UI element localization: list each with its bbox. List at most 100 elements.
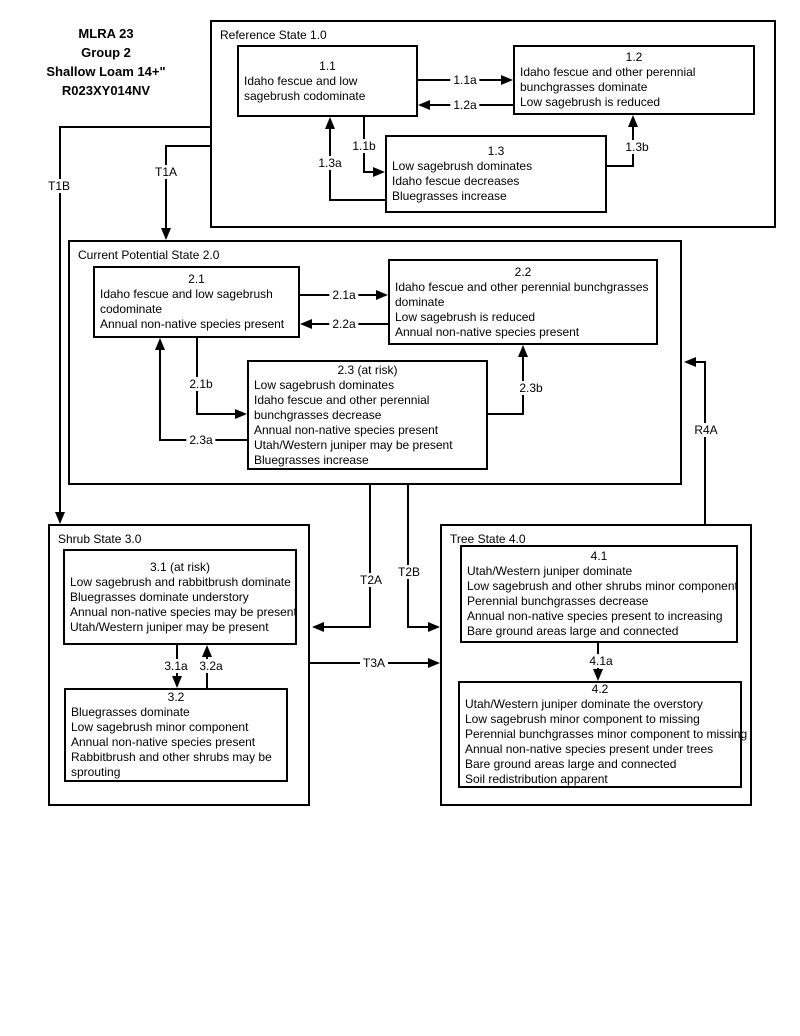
state-reference-title: Reference State 1.0 <box>220 28 327 42</box>
pathway-1-3a-arrowhead-icon <box>325 117 335 129</box>
transition-t1a-line <box>165 145 167 229</box>
transition-t3a-arrowhead-icon <box>428 658 440 668</box>
pathway-1-3b-arrowhead-icon <box>628 115 638 127</box>
state-tree: Tree State 4.0 <box>440 524 752 806</box>
state-shrub-title: Shrub State 3.0 <box>58 532 142 546</box>
community-1-3-line: Idaho fescue decreases <box>392 174 520 188</box>
pathway-1-3a-label: 1.3a <box>315 156 345 170</box>
transition-t2a-line <box>322 626 371 628</box>
pathway-3-1a-label: 3.1a <box>161 659 191 673</box>
community-2-1-number: 2.1 <box>188 272 205 286</box>
transition-t1a-label: T1A <box>151 165 181 179</box>
transition-t1a-line <box>165 145 211 147</box>
community-3-2-line: Low sagebrush minor component <box>71 720 249 734</box>
community-1-3-line: Low sagebrush dominates <box>392 159 533 173</box>
community-box-1-3: 1.3 Low sagebrush dominates Idaho fescue… <box>385 135 607 213</box>
community-2-3-line: Low sagebrush dominates <box>254 377 395 392</box>
community-4-2-line: Soil redistribution apparent <box>465 772 608 786</box>
pathway-1-1b-label: 1.1b <box>349 139 379 153</box>
header-line-group: Group 2 <box>81 45 131 60</box>
pathway-2-1b-arrowhead-icon <box>235 409 247 419</box>
pathway-2-2a-arrowhead-icon <box>300 319 312 329</box>
community-2-2-number: 2.2 <box>514 264 532 279</box>
transition-t2a-label: T2A <box>356 573 386 587</box>
community-1-1-number: 1.1 <box>319 58 336 73</box>
community-box-3-1: 3.1 (at risk) Low sagebrush and rabbitbr… <box>63 549 297 645</box>
community-1-3-number: 1.3 <box>487 144 505 158</box>
community-box-1-2: 1.2 Idaho fescue and other perennial bun… <box>513 45 755 115</box>
community-2-1-line: Annual non-native species present <box>100 317 285 331</box>
pathway-4-1a-arrowhead-icon <box>593 669 603 681</box>
header-line-site: Shallow Loam 14+" <box>46 64 166 79</box>
community-1-2-number: 1.2 <box>625 50 643 64</box>
pathway-1-2a-label: 1.2a <box>450 98 480 112</box>
pathway-2-1b-line <box>196 338 198 415</box>
community-2-2-line: Idaho fescue and other perennial bunchgr… <box>395 279 649 294</box>
community-4-1-number: 4.1 <box>590 549 608 563</box>
community-2-3-number: 2.3 (at risk) <box>337 362 398 377</box>
diagram-header: MLRA 23 Group 2 Shallow Loam 14+" R023XY… <box>25 24 187 100</box>
state-shrub: Shrub State 3.0 <box>48 524 310 806</box>
transition-t1b-line <box>59 126 211 128</box>
pathway-2-1b-label: 2.1b <box>186 377 216 391</box>
pathway-3-1a-arrowhead-icon <box>172 676 182 688</box>
pathway-1-2a-arrowhead-icon <box>418 100 430 110</box>
community-3-2-line: Rabbitbrush and other shrubs may be <box>71 750 272 764</box>
community-box-4-1: 4.1 Utah/Western juniper dominate Low sa… <box>460 545 738 643</box>
pathway-1-1a-label: 1.1a <box>450 73 480 87</box>
restoration-r4a-line <box>694 361 706 363</box>
community-4-2-line: Bare ground areas large and connected <box>465 757 677 771</box>
community-1-3-line: Bluegrasses increase <box>392 189 507 203</box>
community-1-2-line: bunchgrasses dominate <box>520 80 648 94</box>
transition-t2b-line <box>407 626 430 628</box>
community-4-2-line: Perennial bunchgrasses minor component t… <box>465 727 748 741</box>
community-4-2-line: Utah/Western juniper dominate the overst… <box>465 697 703 711</box>
community-2-1-line: codominate <box>100 302 163 316</box>
community-3-2-line: sprouting <box>71 765 121 779</box>
pathway-2-1a-arrowhead-icon <box>376 290 388 300</box>
pathway-2-3b-line <box>488 413 524 415</box>
community-box-2-2: 2.2 Idaho fescue and other perennial bun… <box>388 259 658 345</box>
pathway-1-3b-line <box>607 165 634 167</box>
community-2-3-line: Utah/Western juniper may be present <box>254 437 453 452</box>
pathway-1-3b-label: 1.3b <box>622 140 652 154</box>
community-3-1-line: Annual non-native species may be present <box>70 604 297 619</box>
community-2-2-line: dominate <box>395 294 445 309</box>
pathway-2-3a-line <box>159 349 161 440</box>
transition-t2a-line <box>369 485 371 627</box>
pathway-2-2a-label: 2.2a <box>329 317 359 331</box>
community-1-1-line: sagebrush codominate <box>244 88 366 103</box>
community-3-1-line: Bluegrasses dominate understory <box>70 589 249 604</box>
transition-t1b-label: T1B <box>44 179 74 193</box>
pathway-1-3a-line <box>329 199 385 201</box>
community-4-2-line: Low sagebrush minor component to missing <box>465 712 700 726</box>
pathway-2-1b-line <box>196 413 237 415</box>
community-2-3-line: Idaho fescue and other perennial <box>254 392 430 407</box>
community-3-2-line: Bluegrasses dominate <box>71 705 190 719</box>
pathway-1-1a-arrowhead-icon <box>501 75 513 85</box>
transition-t3a-label: T3A <box>359 656 389 670</box>
community-2-2-line: Annual non-native species present <box>395 324 580 339</box>
community-4-1-line: Utah/Western juniper dominate <box>467 564 633 578</box>
header-line-mlra: MLRA 23 <box>78 26 134 41</box>
pathway-1-1b-arrowhead-icon <box>373 167 385 177</box>
state-reference: Reference State 1.0 <box>210 20 776 228</box>
community-3-1-number: 3.1 (at risk) <box>149 559 210 574</box>
transition-t1b-line <box>59 126 61 512</box>
community-3-1-line: Low sagebrush and rabbitbrush dominate <box>70 574 291 589</box>
community-box-1-1: 1.1 Idaho fescue and low sagebrush codom… <box>237 45 418 117</box>
community-1-2-line: Low sagebrush is reduced <box>520 95 661 109</box>
community-3-2-number: 3.2 <box>167 690 185 704</box>
community-4-2-line: Annual non-native species present under … <box>465 742 714 756</box>
community-3-1-line: Utah/Western juniper may be present <box>70 619 269 634</box>
community-box-2-3: 2.3 (at risk) Low sagebrush dominates Id… <box>247 360 488 470</box>
community-box-3-2: 3.2 Bluegrasses dominate Low sagebrush m… <box>64 688 288 782</box>
pathway-2-3a-label: 2.3a <box>186 433 216 447</box>
transition-t2b-arrowhead-icon <box>428 622 440 632</box>
community-2-3-line: Annual non-native species present <box>254 422 439 437</box>
community-3-2-line: Annual non-native species present <box>71 735 256 749</box>
community-2-3-line: Bluegrasses increase <box>254 452 369 467</box>
community-box-2-1: 2.1 Idaho fescue and low sagebrush codom… <box>93 266 300 338</box>
community-1-2-line: Idaho fescue and other perennial <box>520 65 696 79</box>
